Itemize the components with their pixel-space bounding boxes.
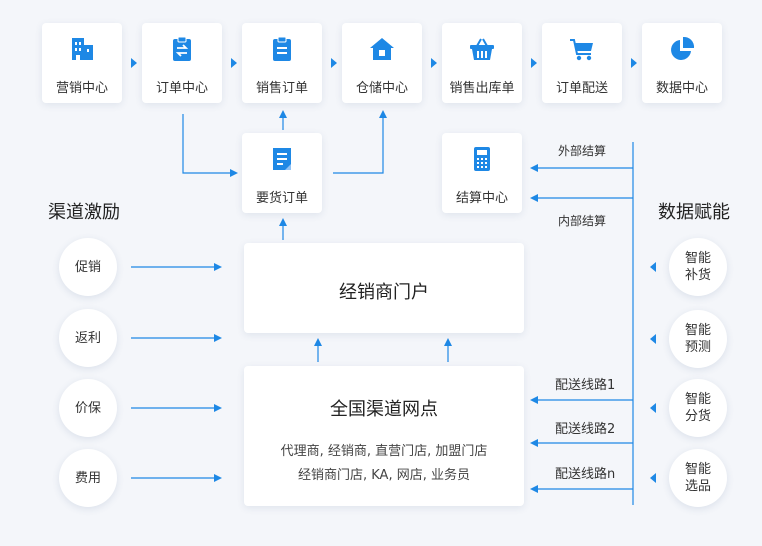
tile-settlement-center[interactable]: 结算中心 (442, 133, 522, 213)
channel-network-title: 全国渠道网点 (330, 399, 438, 420)
internal-settlement-label: 内部结算 (558, 214, 607, 228)
tile-label: 要货订单 (255, 191, 308, 206)
calculator-icon (474, 147, 490, 171)
capability-arrows (650, 262, 656, 483)
warehouse-icon (370, 38, 394, 60)
capability-forecast[interactable]: 智能预测 (669, 310, 727, 368)
tile-sales-order[interactable]: 销售订单 (242, 23, 322, 103)
tile-label: 订单中心 (155, 81, 208, 96)
tile-label: 订单配送 (555, 81, 608, 96)
route-label-1: 配送线路1 (555, 378, 616, 393)
route-label-n: 配送线路n (555, 467, 616, 482)
dealer-portal[interactable]: 经销商门户 (244, 243, 524, 333)
incentive-price-protection[interactable]: 价保 (59, 379, 117, 437)
document-icon (273, 148, 291, 170)
tile-label: 销售订单 (255, 81, 308, 96)
dealer-portal-title: 经销商门户 (339, 282, 429, 303)
tile-label: 营销中心 (55, 81, 108, 96)
clipboard-list-icon (273, 36, 291, 61)
top-row-arrows (131, 58, 637, 68)
building-icon (72, 38, 93, 60)
route-label-2: 配送线路2 (555, 422, 616, 437)
cart-icon (570, 39, 593, 61)
clipboard-exchange-icon (173, 36, 191, 61)
channel-network[interactable]: 全国渠道网点 代理商, 经销商, 直营门店, 加盟门店 经销商门店, KA, 网… (244, 366, 524, 506)
tile-label: 销售出库单 (449, 81, 515, 96)
incentive-promotion[interactable]: 促销 (59, 238, 117, 296)
tile-warehouse-center[interactable]: 仓储中心 (342, 23, 422, 103)
channel-network-line2: 经销商门店, KA, 网店, 业务员 (298, 468, 470, 483)
tile-data-center[interactable]: 数据中心 (642, 23, 722, 103)
basket-icon (470, 38, 494, 60)
external-settlement-label: 外部结算 (558, 144, 607, 158)
line-purchase-to-warehouse (333, 110, 387, 174)
left-section-title: 渠道激励 (48, 202, 120, 223)
capability-allocate[interactable]: 智能分货 (669, 379, 727, 437)
tile-label: 数据中心 (655, 81, 708, 96)
tile-order-center[interactable]: 订单中心 (142, 23, 222, 103)
tile-label: 仓储中心 (355, 81, 408, 96)
tile-order-delivery[interactable]: 订单配送 (542, 23, 622, 103)
pie-chart-icon (671, 36, 695, 60)
tile-sales-outbound[interactable]: 销售出库单 (442, 23, 522, 103)
line-order-to-purchase (182, 114, 238, 177)
capability-replenish[interactable]: 智能补货 (669, 238, 727, 296)
incentive-expense[interactable]: 费用 (59, 449, 117, 507)
capability-selection[interactable]: 智能选品 (669, 449, 727, 507)
right-section-title: 数据赋能 (658, 202, 730, 223)
tile-purchase-order[interactable]: 要货订单 (242, 133, 322, 213)
incentive-rebate[interactable]: 返利 (59, 309, 117, 367)
tile-label: 结算中心 (455, 191, 508, 206)
tile-marketing-center[interactable]: 营销中心 (42, 23, 122, 103)
channel-network-line1: 代理商, 经销商, 直营门店, 加盟门店 (280, 444, 488, 459)
